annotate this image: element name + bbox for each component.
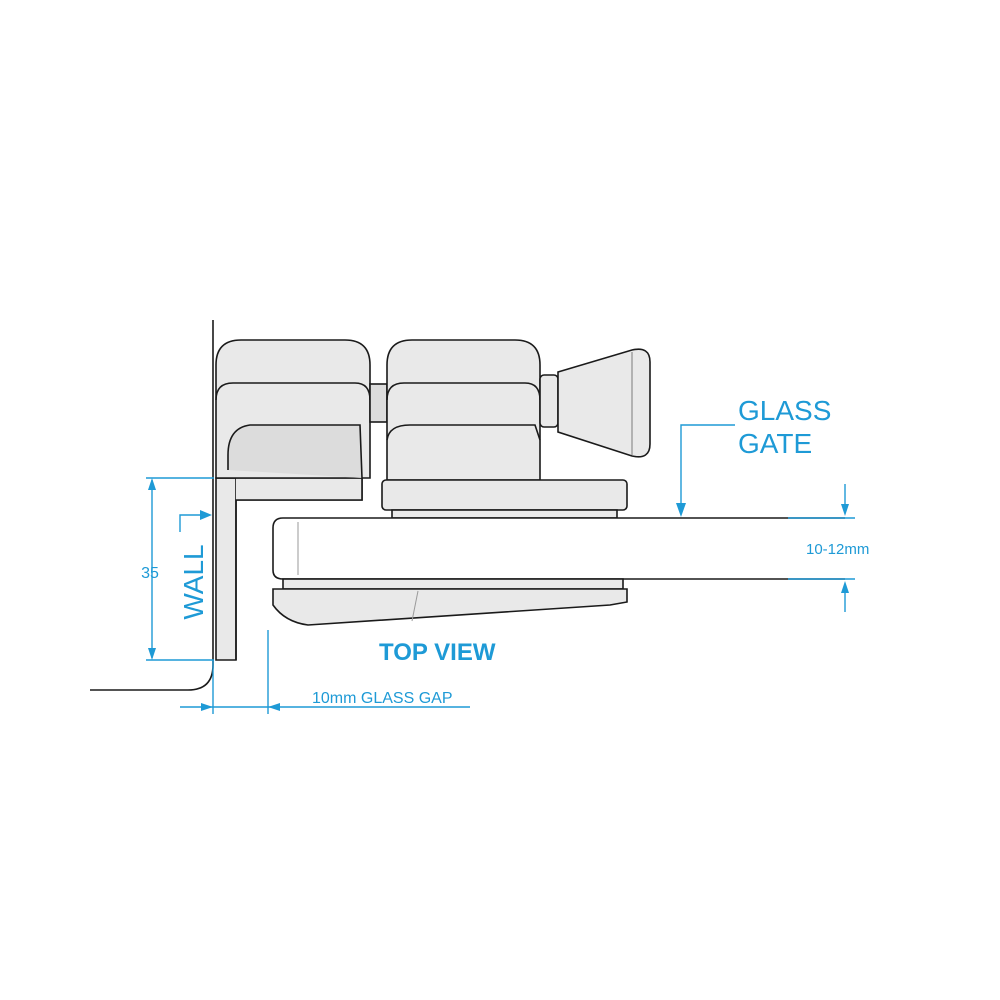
- tension-knob: [539, 348, 651, 458]
- glass-gap-dimension: [180, 630, 470, 714]
- height-dimension-label: 35: [141, 565, 159, 582]
- pivot-connector: [369, 383, 388, 423]
- upper-clamp-plate: [381, 479, 628, 519]
- glass-gap-label: 10mm GLASS GAP: [312, 690, 453, 707]
- height-dimension: [146, 477, 214, 661]
- glass-panel: [272, 517, 845, 580]
- wall-label: WALL: [178, 544, 209, 619]
- gate-hinge-body: [386, 339, 541, 481]
- glass-gate-label-line1: GLASS: [738, 395, 831, 426]
- view-title: TOP VIEW: [379, 639, 496, 666]
- glass-gate-pointer: [676, 424, 735, 517]
- wall-hinge-body: [215, 339, 371, 479]
- wall-bracket: [215, 477, 363, 661]
- lower-clamp-plate: [272, 578, 628, 626]
- thickness-label: 10-12mm: [806, 541, 869, 558]
- wall-pointer: [179, 510, 212, 532]
- thickness-dimension: [788, 484, 855, 612]
- glass-gate-label-line2: GATE: [738, 428, 812, 459]
